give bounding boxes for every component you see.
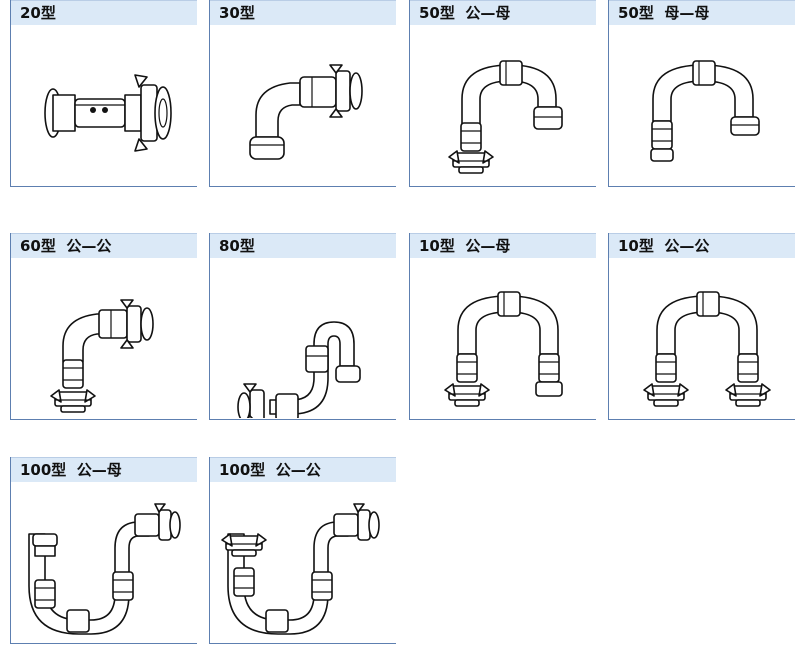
card-title: 80型 (210, 233, 396, 258)
product-card-100-male-female: 100型 公—母 (10, 457, 197, 644)
swivel-joint-60-mm-illustration (50, 299, 154, 413)
card-title: 50型 母—母 (609, 0, 795, 25)
product-card-50-female-female: 50型 母—母 (608, 0, 795, 187)
product-card-100-male-male: 100型 公—公 (209, 457, 396, 644)
swivel-joint-10-mf-illustration (444, 291, 563, 407)
product-card-80: 80型 (209, 233, 396, 420)
card-title: 100型 公—母 (11, 457, 197, 482)
product-card-50-male-female: 50型 公—母 (409, 0, 596, 187)
swivel-joint-30-illustration (249, 64, 363, 160)
swivel-joint-100-mf-illustration (28, 503, 181, 635)
card-title: 30型 (210, 0, 396, 25)
card-title: 100型 公—公 (210, 457, 396, 482)
card-title: 20型 (11, 0, 197, 25)
product-card-60-male-male: 60型 公—公 (10, 233, 197, 420)
product-card-20: 20型 (10, 0, 197, 187)
product-card-10-male-female: 10型 公—母 (409, 233, 596, 420)
swivel-joint-20-illustration (44, 74, 172, 152)
card-title: 60型 公—公 (11, 233, 197, 258)
swivel-joint-50-mf-illustration (448, 60, 563, 174)
card-title: 10型 公—母 (410, 233, 596, 258)
product-card-30: 30型 (209, 0, 396, 187)
swivel-joint-10-mm-illustration (643, 291, 771, 407)
swivel-joint-80-illustration (237, 321, 361, 418)
card-title: 10型 公—公 (609, 233, 795, 258)
swivel-joint-100-mm-illustration (221, 503, 380, 635)
product-card-10-male-male: 10型 公—公 (608, 233, 795, 420)
card-title: 50型 公—母 (410, 0, 596, 25)
swivel-joint-50-ff-illustration (650, 60, 760, 162)
